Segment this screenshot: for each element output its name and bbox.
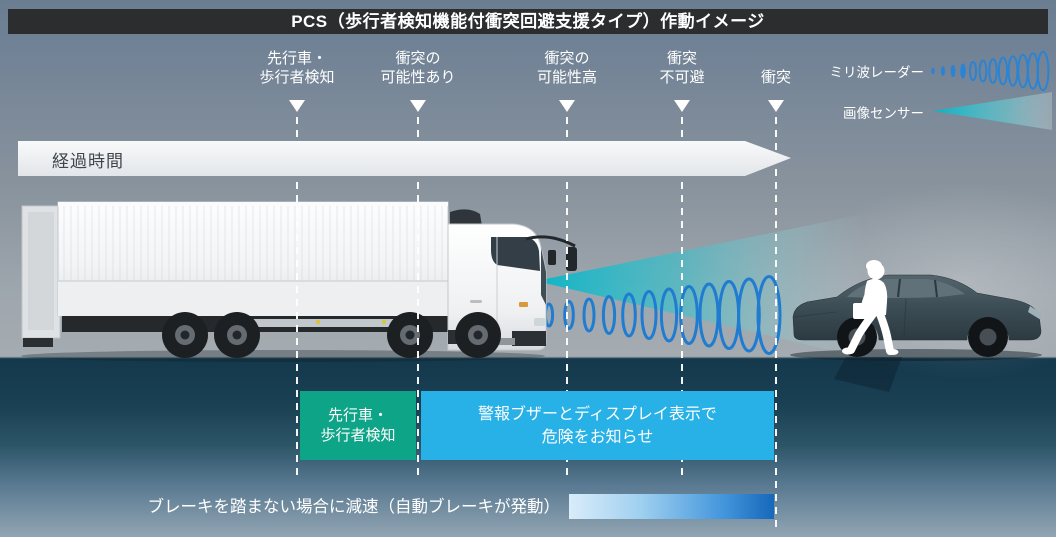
cab-bumper: [512, 331, 546, 346]
stage-markers: [289, 100, 784, 112]
cab-mirror-arm: [525, 235, 576, 248]
stage-label-collision-possible: 衝突の 可能性あり: [380, 49, 455, 87]
cab-side-window: [491, 237, 540, 271]
stage-label-line: 先行車・: [266, 50, 328, 67]
legend-camera-label: 画像センサー: [843, 106, 924, 121]
legend-radar-waves: [931, 50, 1050, 92]
stage-label-line: 歩行者検知: [259, 69, 335, 86]
stage-label-line: 可能性高: [536, 69, 598, 86]
truck-trailer: [57, 201, 449, 317]
pedestrian-shadow: [834, 357, 902, 392]
page-title: PCS（歩行者検知機能付衝突回避支援タイプ）作動イメージ: [8, 9, 1048, 34]
radar-waves: [543, 275, 782, 355]
elapsed-time-label: 経過時間: [52, 152, 124, 171]
warning-action-line: 危険をお知らせ: [541, 428, 654, 446]
camera-cone: [536, 214, 864, 358]
legend-camera-cone: [933, 92, 1052, 130]
stage-label-detection: 先行車・ 歩行者検知: [259, 49, 334, 87]
cab-windshield: [541, 248, 546, 305]
pedestrian-bag: [853, 303, 867, 319]
cab-mirror: [566, 247, 577, 271]
warning-action-box: 警報ブザーとディスプレイ表示で 危険をお知らせ: [421, 391, 774, 460]
auto-brake-gradient-bar: [569, 494, 774, 519]
stage-label-line: 可能性あり: [380, 69, 456, 86]
stage-label-line: 衝突: [666, 50, 698, 67]
car-wheel: [968, 317, 1008, 357]
stage-label-line: 衝突の: [395, 50, 441, 67]
truck-wheels: [162, 312, 501, 358]
legend-radar-label: ミリ波レーダー: [829, 65, 925, 80]
detection-action-line: 先行車・: [327, 406, 388, 424]
detection-action-line: 歩行者検知: [320, 426, 396, 444]
stage-label-collision: 衝突: [761, 49, 791, 87]
car-headlight: [1028, 306, 1041, 320]
stage-label-line: [761, 49, 791, 68]
stage-label-line: 衝突の: [544, 50, 590, 67]
truck-rear: [21, 205, 61, 347]
cab-mirror: [548, 250, 556, 265]
stage-label-collision-unavoidable: 衝突 不可避: [659, 49, 704, 87]
stage-label-line: 不可避: [659, 69, 705, 86]
truck: [21, 201, 577, 362]
auto-brake-note: ブレーキを踏まない場合に減速（自動ブレーキが発動）: [147, 498, 561, 516]
warning-action-line: 警報ブザーとディスプレイ表示で: [478, 405, 717, 423]
stage-label-line: 衝突: [760, 69, 792, 86]
pedestrian: [842, 260, 899, 355]
stage-label-collision-likely: 衝突の 可能性高: [537, 49, 597, 87]
detection-action-box: 先行車・ 歩行者検知: [300, 391, 416, 460]
